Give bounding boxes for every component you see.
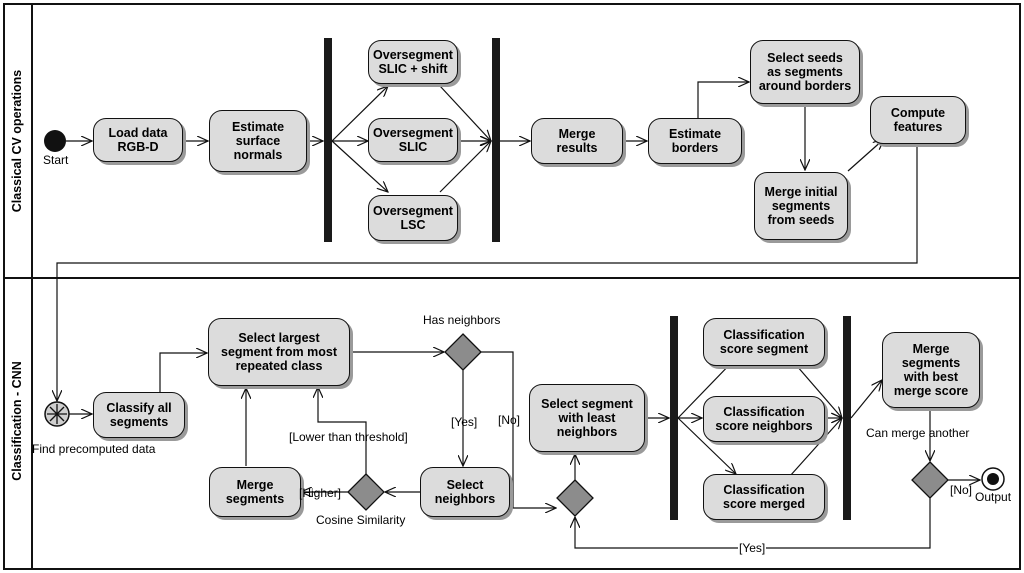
label-no-1: [No] (498, 413, 521, 427)
start-node (44, 130, 66, 152)
lane-frame (3, 3, 1021, 570)
node-estimate-borders: Estimate borders (648, 118, 742, 164)
lane-title-cnn: Classification - CNN (10, 361, 24, 481)
node-compute-features: Compute features (870, 96, 966, 144)
output-node (981, 467, 1005, 491)
node-select-largest: Select largest segment from most repeate… (208, 318, 350, 386)
connector-node (44, 401, 70, 427)
join-bar-bottom (843, 316, 851, 520)
node-merge-best: Merge segments with best merge score (882, 332, 980, 408)
label-start: Start (43, 153, 69, 167)
label-cosine-similarity: Cosine Similarity (316, 513, 406, 527)
node-select-neighbors: Select neighbors (420, 467, 510, 517)
decision-cosine-similarity (347, 473, 385, 511)
label-higher: [Higher] (299, 486, 342, 500)
node-estimate-normals: Estimate surface normals (209, 110, 307, 172)
node-load-data: Load data RGB-D (93, 118, 183, 162)
node-oversegment-shift: Oversegment SLIC + shift (368, 40, 458, 84)
node-class-neighbors: Classification score neighbors (703, 396, 825, 442)
fork-bar-bottom (670, 316, 678, 520)
label-yes-2: [Yes] (738, 541, 767, 555)
node-class-segment: Classification score segment (703, 318, 825, 366)
label-output: Output (975, 490, 1012, 504)
node-oversegment-lsc: Oversegment LSC (368, 195, 458, 241)
node-classify-all: Classify all segments (93, 392, 185, 438)
fork-bar-top (324, 38, 332, 242)
node-select-seeds: Select seeds as segments around borders (750, 40, 860, 104)
decision-can-merge (911, 461, 949, 499)
join-bar-top (492, 38, 500, 242)
decision-merge-yes (556, 479, 594, 517)
label-has-neighbors: Has neighbors (423, 313, 501, 327)
node-class-merged: Classification score merged (703, 474, 825, 520)
node-oversegment-slic: Oversegment SLIC (368, 118, 458, 162)
node-merge-results: Merge results (531, 118, 623, 164)
label-no-2: [No] (950, 483, 973, 497)
node-merge-segments: Merge segments (209, 467, 301, 517)
node-merge-initial: Merge initial segments from seeds (754, 172, 848, 240)
node-select-least: Select segment with least neighbors (529, 384, 645, 452)
label-lower-threshold: [Lower than threshold] (289, 430, 408, 444)
lane-title-classical: Classical CV operations (10, 69, 24, 213)
decision-has-neighbors (444, 333, 482, 371)
label-can-merge: Can merge another (866, 426, 970, 440)
label-yes-1: [Yes] (451, 415, 478, 429)
label-find-precomputed: Find precomputed data (32, 442, 156, 456)
